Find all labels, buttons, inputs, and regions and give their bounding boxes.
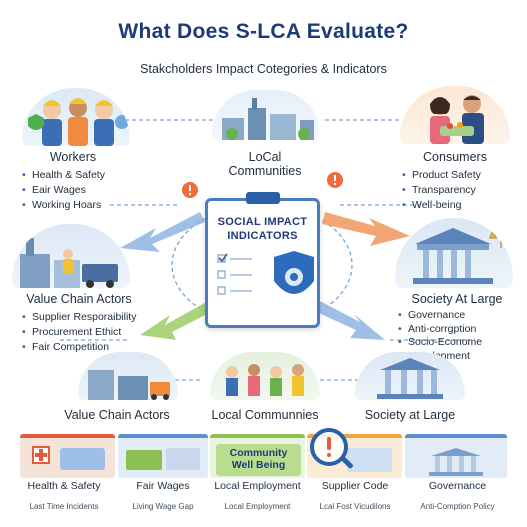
local-communities-illustration — [212, 90, 320, 140]
center-title-line: INDICATORS — [227, 230, 298, 242]
center-title: SOCIAL IMPACT INDICATORS — [208, 215, 317, 243]
community-badge: Community Well Being — [216, 444, 301, 476]
list-item: Fair Competition — [22, 340, 136, 355]
page-subtitle: Stakcholders Impact Cotegories & Indicat… — [140, 62, 387, 76]
first-aid-icon — [32, 446, 50, 464]
badge-line: Well Being — [231, 459, 286, 471]
indicator-banner — [20, 434, 115, 478]
banner-sub: Last Time Incidents — [29, 502, 99, 511]
list-item: Governance — [398, 309, 482, 323]
indicator-banner — [405, 434, 507, 478]
warning-pin-icon — [327, 172, 343, 188]
node-consumers-label: Consumers — [423, 150, 487, 164]
bottom-value-chain-illustration — [78, 352, 178, 400]
gear-icon — [115, 115, 129, 129]
banner-sub: Anti-Comption Policy — [420, 502, 495, 511]
list-item: Product Safety — [402, 168, 481, 183]
list-item: Procurement Ethict — [22, 325, 136, 340]
workers-list: Health & Safety Eair Wages Working Hoars — [22, 168, 105, 213]
indicator-banner — [118, 434, 208, 478]
label-line: LoCal — [248, 150, 282, 164]
clipboard-clip — [246, 192, 280, 204]
list-item: Health & Safety — [22, 168, 105, 183]
node-society-label: Society At Large — [411, 292, 503, 306]
banner-label: Governance — [428, 480, 487, 492]
list-item: Anti-corrgption — [398, 323, 482, 337]
list-item: Well-being — [402, 198, 481, 213]
bottom-society-illustration — [355, 352, 465, 400]
arrow-right-bottom — [312, 300, 385, 340]
banner-label: Fair Wages — [136, 480, 190, 492]
bottom-local-label: Local Communnies — [211, 408, 319, 422]
node-local-top-label: LoCal Communities — [215, 150, 315, 178]
indicator-banner: Community Well Being — [210, 434, 305, 478]
shield-icon — [274, 251, 314, 294]
badge-line: Community — [229, 447, 288, 459]
list-item: Supplier Resporaibility — [22, 310, 136, 325]
list-item: Transparency — [402, 183, 481, 198]
community-badge-text: Community Well Being — [216, 447, 301, 471]
bottom-society-label: Society at Large — [364, 408, 456, 422]
banner-label: Local Employment — [214, 480, 301, 492]
node-workers-label: Workers — [49, 150, 97, 164]
banner-label: Health & Safety — [27, 480, 101, 492]
clipboard-icon: SOCIAL IMPACT INDICATORS — [205, 192, 320, 328]
node-value-chain-label: Value Chain Actors — [26, 292, 132, 306]
bottom-local-illustration — [210, 352, 320, 400]
arrow-left-top — [120, 212, 205, 252]
arrow-left-bottom — [140, 300, 215, 340]
document-icon — [347, 448, 392, 472]
consumers-list: Product Safety Transparency Well-being — [402, 168, 481, 213]
banner-label: Supplier Code — [321, 480, 389, 492]
document-icon — [60, 448, 105, 470]
banner-sub: Living Wage Gap — [132, 502, 194, 511]
value-chain-list: Supplier Resporaibility Procurement Ethi… — [22, 310, 136, 355]
list-item: Working Hoars — [22, 198, 105, 213]
banner-sub: Local Employment — [224, 502, 291, 511]
bottom-value-chain-label: Value Chain Actors — [64, 408, 170, 422]
list-item: Eair Wages — [22, 183, 105, 198]
shield-icon — [28, 114, 44, 130]
page-title: What Does S-LCA Evaluate? — [118, 20, 409, 43]
list-item: Socio-Econome — [398, 336, 482, 350]
banner-sub: Lcal Fost Vicudilons — [319, 502, 391, 511]
warning-pin-icon — [182, 182, 198, 198]
arrow-right-top — [322, 212, 410, 246]
money-icon — [126, 450, 162, 470]
center-title-line: SOCIAL IMPACT — [217, 216, 308, 228]
label-line: Communities — [228, 164, 302, 178]
calculator-icon — [166, 448, 200, 470]
